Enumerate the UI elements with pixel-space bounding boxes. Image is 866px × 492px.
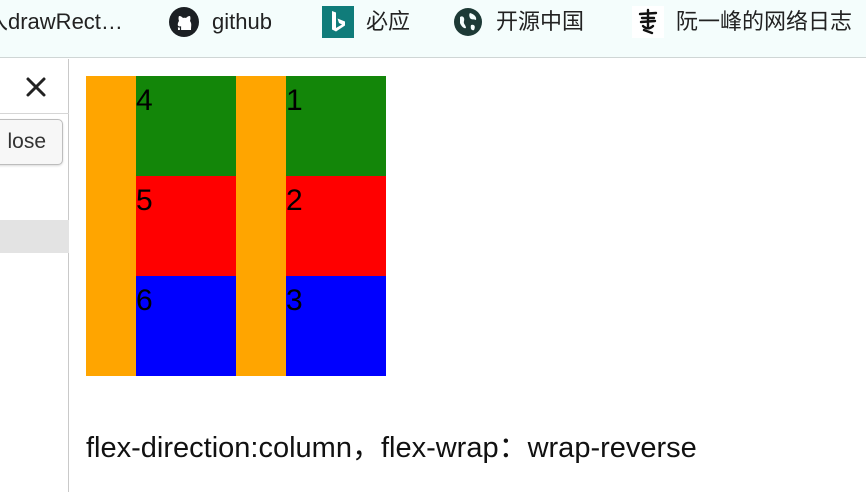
bookmark-label: github [212,9,272,34]
bing-icon [322,6,354,38]
side-panel: lose [0,59,69,492]
flex-item-6: 6 [136,276,236,376]
panel-selected-row[interactable] [0,220,69,253]
flex-item-2: 2 [286,176,386,276]
github-icon [168,6,200,38]
bookmark-bing[interactable]: 必应 [322,0,410,44]
bookmark-label: 入drawRect… [0,9,123,34]
bookmark-label: 必应 [366,9,411,34]
close-button-label: lose [7,130,46,153]
bookmark-label: 开源中国 [496,9,585,34]
bookmark-drawrect[interactable]: 入drawRect… [0,0,123,44]
bookmark-ruanyifeng[interactable]: 阮一峰的网络日志 [632,0,852,44]
bookmarks-bar: 入drawRect… github 必应 [0,0,866,58]
globe-icon [452,6,484,38]
flex-item-3: 3 [286,276,386,376]
close-icon[interactable] [20,71,52,103]
flex-item-5: 5 [136,176,236,276]
calligraphy-icon [632,6,664,38]
flex-item-4: 4 [136,76,236,176]
flex-demo-container: 4 5 6 1 2 3 [86,76,386,376]
flex-item-1: 1 [286,76,386,176]
orange-column [236,76,286,376]
close-button[interactable]: lose [0,119,63,165]
orange-column [86,76,136,376]
panel-divider [0,113,69,114]
bookmark-label: 阮一峰的网络日志 [676,9,853,34]
bookmark-github[interactable]: github [168,0,272,44]
bookmark-oschina[interactable]: 开源中国 [452,0,584,44]
flex-caption: flex-direction:column，flex-wrap：wrap-rev… [86,432,697,464]
